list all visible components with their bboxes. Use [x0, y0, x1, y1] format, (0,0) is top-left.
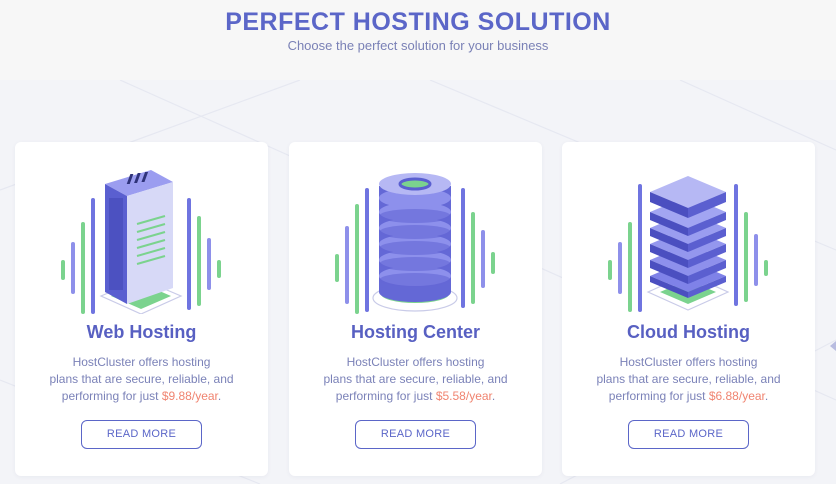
database-cylinder-icon [335, 173, 495, 314]
card-description: HostCluster offers hosting plans that ar… [596, 355, 781, 403]
card-hosting-center: Hosting Center HostCluster offers hostin… [289, 142, 542, 476]
price-label: $9.88/year [161, 389, 218, 403]
server-tower-icon [61, 170, 221, 314]
carousel-arrow-icon[interactable] [830, 341, 836, 351]
card-title: Cloud Hosting [627, 322, 750, 342]
read-more-button-hosting-center[interactable]: READ MORE [355, 420, 476, 449]
card-cloud-hosting: Cloud Hosting HostCluster offers hosting… [562, 142, 815, 476]
page-title: PERFECT HOSTING SOLUTION [225, 8, 611, 36]
card-description: HostCluster offers hosting plans that ar… [323, 355, 508, 403]
price-label: $5.58/year [435, 389, 492, 403]
price-label: $6.88/year [708, 389, 765, 403]
card-title: Hosting Center [350, 322, 480, 342]
card-title: Web Hosting [86, 322, 197, 342]
hero-header: PERFECT HOSTING SOLUTION Choose the perf… [0, 0, 836, 80]
cloud-stack-icon [608, 176, 768, 312]
card-description: HostCluster offers hosting plans that ar… [49, 355, 234, 403]
page-subtitle: Choose the perfect solution for your bus… [287, 38, 549, 53]
card-web-hosting: Web Hosting HostCluster offers hosting p… [15, 142, 268, 476]
read-more-button-web-hosting[interactable]: READ MORE [81, 420, 202, 449]
read-more-button-cloud-hosting[interactable]: READ MORE [628, 420, 749, 449]
